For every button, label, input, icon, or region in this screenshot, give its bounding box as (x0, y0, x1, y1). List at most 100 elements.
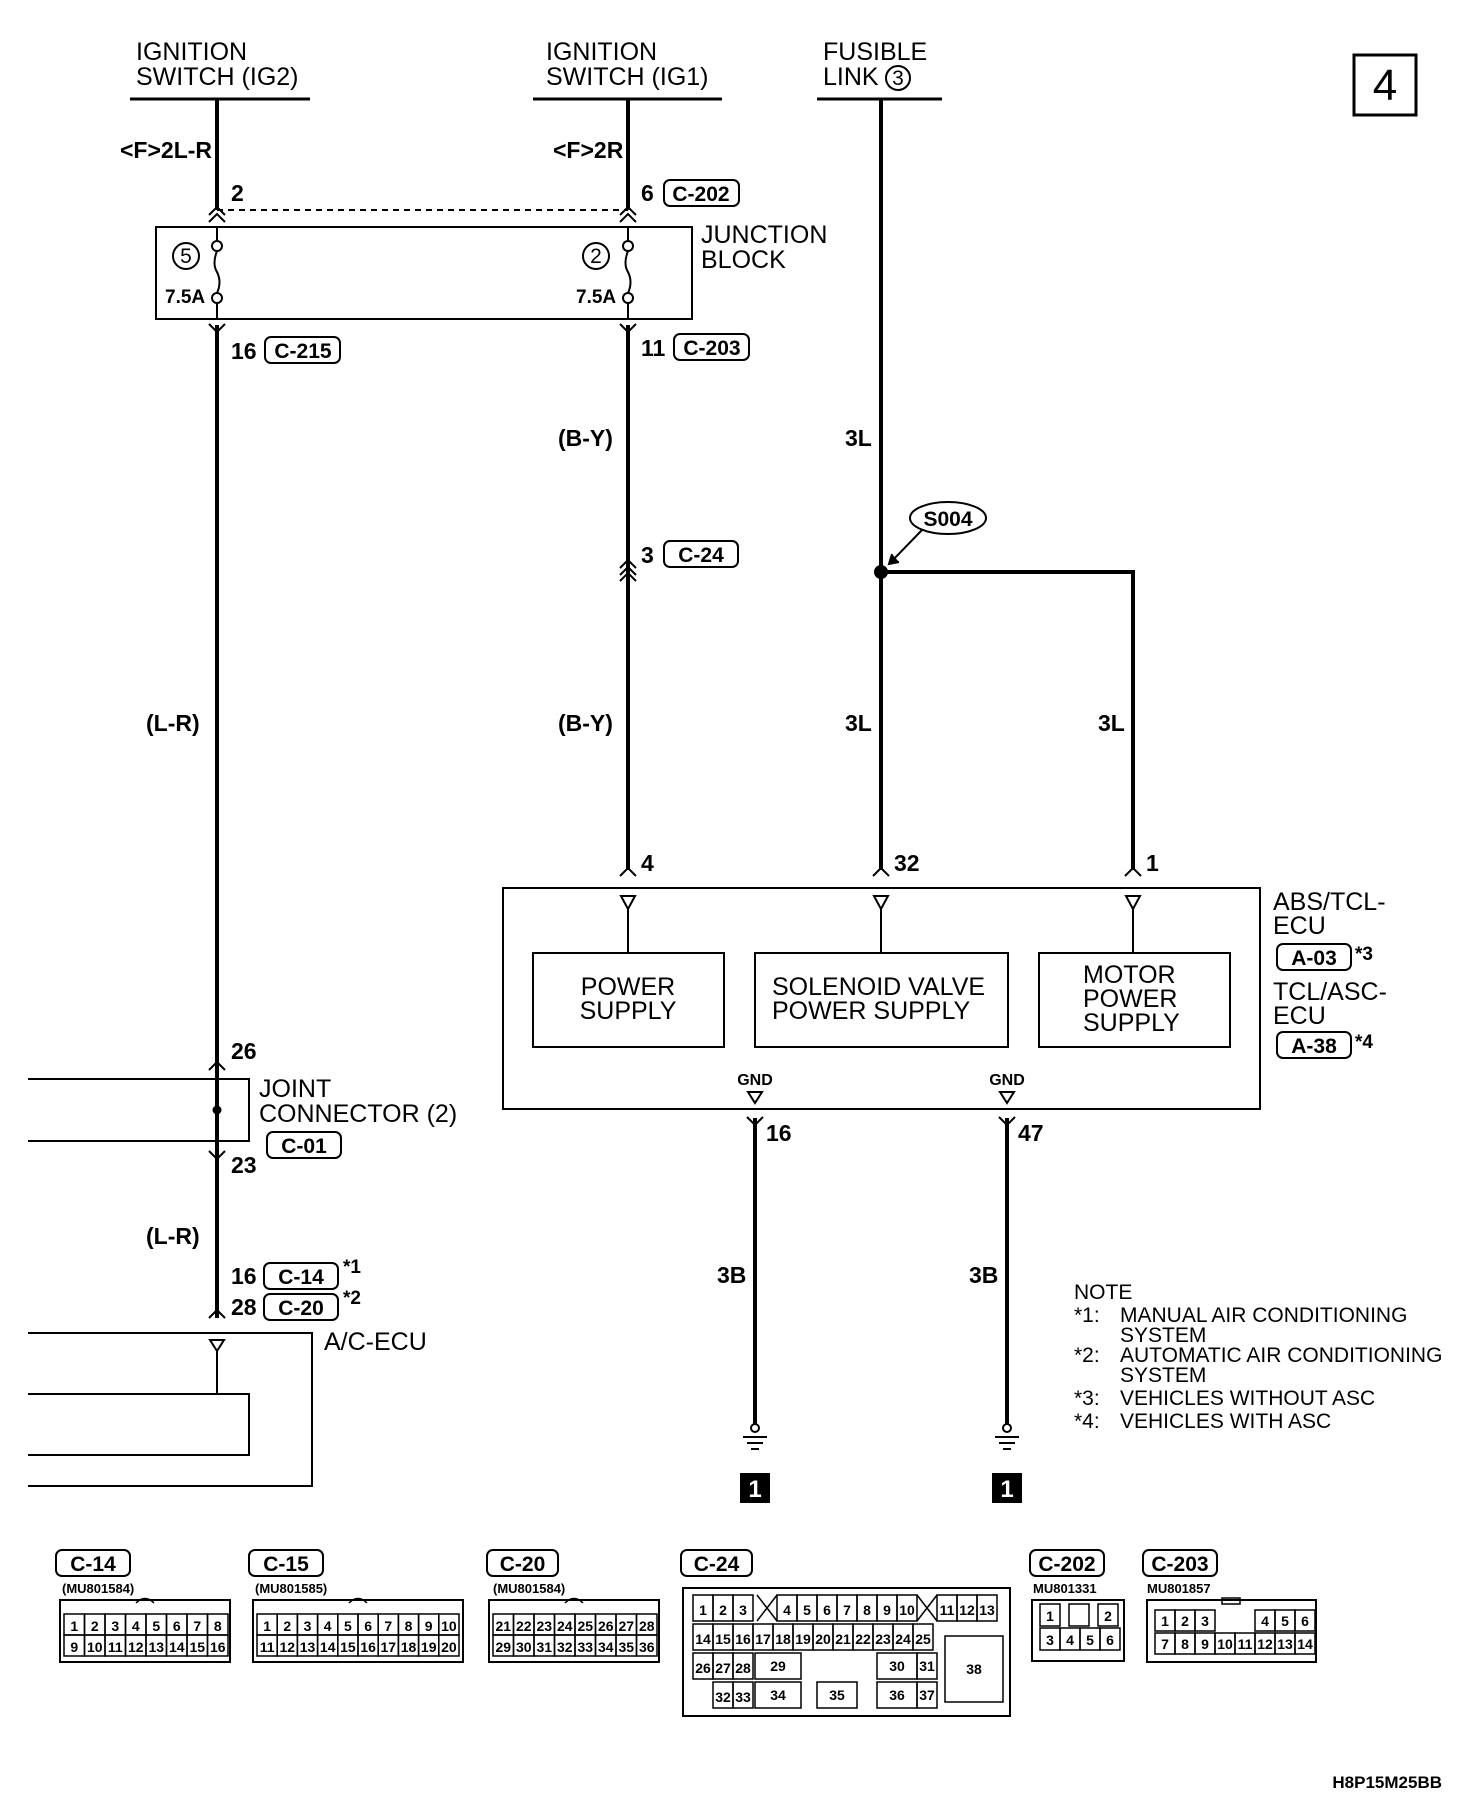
splice-s004-bubble (909, 501, 987, 535)
connector-pin-label: 38 (966, 1661, 982, 1677)
note-2-key: *2: (1074, 1344, 1100, 1367)
tcl-ecu-name-line1: TCL/ASC- (1273, 978, 1387, 1006)
connector-pin-label: 5 (1281, 1613, 1289, 1629)
connector-pin-label: 2 (283, 1618, 291, 1634)
connector-pin-label: 7 (193, 1618, 201, 1634)
connector-pin-label: 36 (889, 1687, 905, 1703)
connector-pin-label: 35 (829, 1687, 845, 1703)
junction-block-line1: JUNCTION (701, 221, 827, 249)
connector-tag-c24 (680, 1549, 753, 1577)
connector-cell (1294, 1609, 1316, 1632)
connector-cell (732, 1681, 754, 1709)
connector-frame (59, 1599, 231, 1663)
connector-pin-label: 4 (783, 1602, 791, 1618)
connector-cell (976, 1594, 998, 1622)
fuse-2-number-circle (582, 242, 610, 270)
connector-pin-label: 3 (1046, 1632, 1054, 1648)
connector-frame (1031, 1599, 1125, 1662)
pin-jb-in-left: 2 (231, 180, 244, 206)
connector-pin-label: 2 (1181, 1613, 1189, 1629)
note-1-line1: MANUAL AIR CONDITIONING (1120, 1304, 1407, 1327)
connector-cell (916, 1652, 938, 1680)
connector-part-c15: (MU801585) (255, 1581, 327, 1596)
connector-pin-label: 3 (111, 1618, 119, 1634)
connector-pin-label: 16 (735, 1631, 751, 1647)
pin-jb-out-left: 16 (231, 338, 257, 364)
page-number-box (1352, 53, 1418, 117)
connector-pin-label: 16 (210, 1639, 226, 1655)
pin-ecu-1: 1 (1146, 850, 1159, 876)
ac-ecu-name: A/C-ECU (324, 1328, 427, 1356)
junction-block (155, 226, 693, 320)
joint-connector-box (28, 1078, 250, 1142)
connector-latch (1068, 1603, 1090, 1627)
connector-pin-label: 17 (755, 1631, 771, 1647)
connector-pin-label: 4 (324, 1618, 332, 1634)
wire-code-b-y-lower: (B-Y) (558, 710, 613, 736)
wire-code-l-r-lower: (L-R) (146, 1223, 200, 1249)
connector-pin-label: 9 (70, 1639, 78, 1655)
connector-pin-label: 12 (280, 1639, 296, 1655)
connector-tag-label-c203: C-203 (1151, 1553, 1208, 1576)
connector-pin-label: 2 (91, 1618, 99, 1634)
connector-pin-label: 10 (87, 1639, 103, 1655)
motor-supply-line2: POWER (1083, 985, 1177, 1013)
connector-pin-label: 8 (863, 1602, 871, 1618)
connector-pin-label: 30 (889, 1658, 905, 1674)
fuse-5-number-circle (172, 242, 200, 270)
connector-pin-label: 28 (639, 1618, 655, 1634)
ref-c20: C-20 (278, 1297, 324, 1320)
connector-pin-label: 2 (719, 1602, 727, 1618)
connector-pin-label: 7 (384, 1618, 392, 1634)
connector-pin-label: 34 (598, 1639, 614, 1655)
connector-cell (206, 1634, 229, 1657)
fuse-2-number: 2 (590, 245, 602, 268)
fusible-label-line1: FUSIBLE (823, 38, 927, 66)
connector-pin-label: 27 (715, 1660, 731, 1676)
ref-c01: C-01 (281, 1135, 327, 1158)
connector-tag-label-c15: C-15 (263, 1553, 309, 1576)
ac-star1: *1 (343, 1257, 361, 1278)
connector-pin-label: 3 (304, 1618, 312, 1634)
connector-cell (1294, 1632, 1316, 1655)
gnd-label-right: GND (989, 1072, 1025, 1089)
fuse-5-number: 5 (180, 245, 192, 268)
ig2-label-line1: IGNITION (136, 38, 247, 66)
connector-pin-label: 35 (618, 1639, 634, 1655)
connector-pin-label: 8 (1181, 1636, 1189, 1652)
pin-jb-in-right: 6 (641, 180, 654, 206)
connector-pin-label: 11 (108, 1639, 123, 1655)
connector-pin-label: 10 (899, 1602, 915, 1618)
ground-ref-left-label: 1 (748, 1476, 761, 1503)
connector-pin-label: 10 (441, 1618, 457, 1634)
connector-pin-label: 1 (1046, 1608, 1054, 1624)
pin-ac-28: 28 (231, 1294, 257, 1320)
connector-cell (438, 1634, 460, 1657)
junction-block-line2: BLOCK (701, 246, 786, 274)
connector-pin-label: 11 (1238, 1636, 1253, 1652)
connector-pin-label: 9 (425, 1618, 433, 1634)
connector-part-c14: (MU801584) (62, 1581, 134, 1596)
pin-gnd-16: 16 (766, 1120, 792, 1146)
abs-ecu-box (502, 887, 1261, 1110)
fusible-label-line2: LINK (823, 63, 879, 91)
drawing-code: H8P15M25BB (1332, 1773, 1442, 1792)
ig1-label-line2: SWITCH (IG1) (546, 63, 709, 91)
note-3-key: *3: (1074, 1387, 1100, 1410)
note-3-text: VEHICLES WITHOUT ASC (1120, 1387, 1375, 1410)
ground-ref-left (740, 1473, 770, 1503)
ref-a38: A-38 (1291, 1035, 1337, 1058)
connector-pin-label: 36 (639, 1639, 655, 1655)
connector-pin-label: 4 (132, 1618, 140, 1634)
motor-supply-line1: MOTOR (1083, 961, 1176, 989)
wire-code-3b-right: 3B (969, 1262, 998, 1288)
connector-pin-label: 25 (915, 1631, 931, 1647)
connector-pin-label: 29 (770, 1658, 786, 1674)
ref-c202: C-202 (672, 183, 729, 206)
ref-a03: A-03 (1291, 947, 1337, 970)
ref-c215: C-215 (274, 340, 332, 363)
motor-supply-line3: SUPPLY (1083, 1009, 1180, 1037)
wire-code-ig2: <F>2L-R (120, 137, 212, 163)
